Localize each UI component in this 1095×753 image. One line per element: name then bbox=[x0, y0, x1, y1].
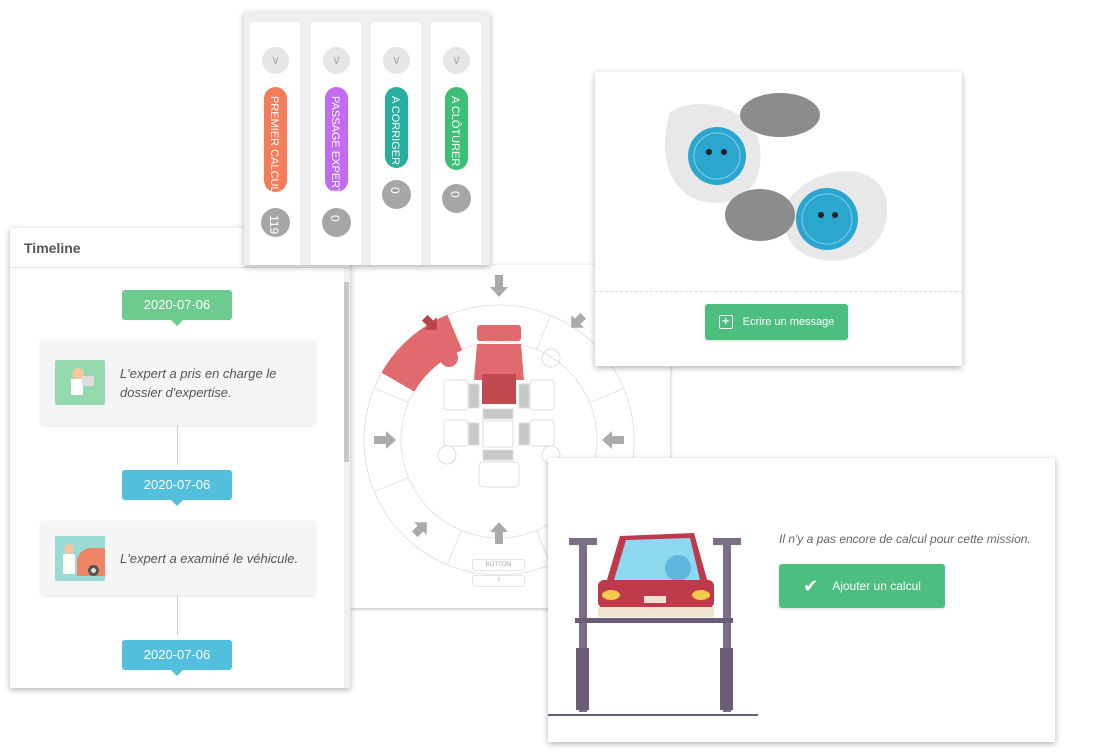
chevron-down-icon[interactable]: ∨ bbox=[383, 47, 410, 74]
zone-front-left-selected bbox=[381, 314, 463, 392]
status-label[interactable]: A CLÔTURER bbox=[445, 87, 468, 170]
arrow-up-icon bbox=[490, 522, 508, 544]
status-count-badge: 0 bbox=[322, 208, 351, 237]
status-label[interactable]: A CORRIGER bbox=[385, 87, 408, 168]
status-column-premier-calcul: ∨ PREMIER CALCUL 119 bbox=[250, 22, 300, 265]
status-label[interactable]: PREMIER CALCUL bbox=[264, 87, 287, 193]
zone-separator bbox=[446, 530, 462, 565]
car-zone-wheel[interactable] bbox=[350, 265, 670, 608]
status-count-badge: 119 bbox=[261, 208, 290, 237]
add-calculation-button[interactable]: ✔ Ajouter un calcul bbox=[779, 564, 945, 608]
timeline-event: L'expert a examiné le véhicule. bbox=[41, 521, 315, 595]
timeline-title: Timeline bbox=[10, 228, 350, 268]
timeline-event-text: L'expert a examiné le véhicule. bbox=[120, 550, 299, 566]
arrow-diag-icon bbox=[421, 314, 437, 330]
arrow-down-icon bbox=[490, 275, 508, 297]
timeline-connector bbox=[177, 595, 178, 635]
check-icon: ✔ bbox=[803, 575, 819, 596]
status-column-passage-expert: ∨ PASSAGE EXPERT 0 bbox=[311, 22, 361, 265]
zone-separator bbox=[536, 315, 552, 350]
messages-panel: + Ecrire un message bbox=[595, 72, 962, 366]
chevron-down-icon[interactable]: ∨ bbox=[323, 47, 350, 74]
status-label[interactable]: PASSAGE EXPERT bbox=[325, 87, 348, 195]
timeline-connector bbox=[177, 425, 178, 465]
timeline-date: 2020-07-06 bbox=[122, 290, 232, 326]
add-calculation-label: Ajouter un calcul bbox=[832, 579, 921, 593]
arrow-left-icon bbox=[602, 431, 624, 449]
status-count-badge: 0 bbox=[442, 184, 471, 213]
expert-car-icon bbox=[55, 535, 105, 581]
calculation-panel: Il n'y a pas encore de calcul pour cette… bbox=[548, 458, 1055, 742]
car-lift-illustration bbox=[548, 533, 758, 716]
no-calculation-message: Il n'y a pas encore de calcul pour cette… bbox=[779, 532, 1031, 546]
zone-separator bbox=[374, 387, 409, 403]
arrow-diag-icon bbox=[571, 312, 587, 328]
timeline-event-text: L'expert a pris en charge le dossier d'e… bbox=[120, 365, 277, 400]
chat-illustration bbox=[664, 93, 888, 261]
write-message-button[interactable]: + Ecrire un message bbox=[705, 304, 848, 340]
status-column-a-cloturer: ∨ A CLÔTURER 0 bbox=[431, 22, 481, 265]
arrow-right-icon bbox=[374, 431, 396, 449]
help-button[interactable]: ? bbox=[472, 575, 525, 587]
car-body-parts bbox=[437, 325, 561, 488]
status-column-a-corriger: ∨ A CORRIGER 0 bbox=[371, 22, 421, 265]
timeline-date: 2020-07-06 bbox=[122, 470, 232, 506]
timeline-event: L'expert a pris en charge le dossier d'e… bbox=[41, 340, 315, 425]
zone-separator bbox=[589, 387, 624, 403]
write-message-label: Ecrire un message bbox=[742, 316, 835, 328]
timeline-date: 2020-07-06 bbox=[122, 640, 232, 676]
arrow-diag-icon bbox=[411, 522, 427, 538]
bottom-view-button[interactable]: BOTTOM bbox=[472, 559, 525, 571]
zone-separator bbox=[374, 477, 409, 493]
mission-status-board: ∨ PREMIER CALCUL 119 ∨ PASSAGE EXPERT 0 … bbox=[244, 12, 490, 265]
timeline-scrollbar[interactable] bbox=[344, 268, 350, 688]
expert-running-icon bbox=[55, 360, 105, 405]
chevron-down-icon[interactable]: ∨ bbox=[443, 47, 470, 74]
chevron-down-icon[interactable]: ∨ bbox=[262, 47, 289, 74]
status-count-badge: 0 bbox=[382, 180, 411, 209]
timeline-panel: Timeline 2020-07-06 L'expert a pris en c… bbox=[10, 228, 350, 688]
divider bbox=[595, 291, 962, 292]
plus-icon: + bbox=[718, 315, 733, 329]
